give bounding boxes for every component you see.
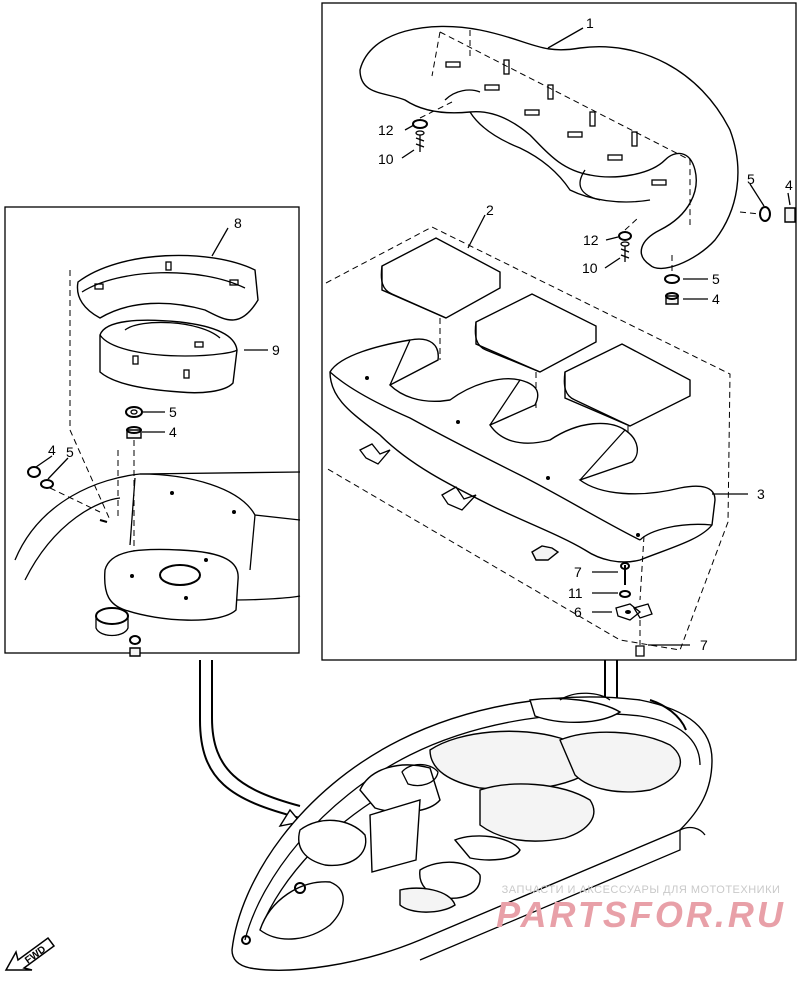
watermark-brand: PARTSFOR.RU: [496, 894, 786, 935]
callout-5-a: 5: [747, 171, 755, 187]
callout-12-a: 12: [378, 122, 394, 138]
left-inset-panel: [4, 206, 301, 657]
callout-7-a: 7: [574, 564, 582, 580]
callout-4-b: 4: [712, 291, 720, 307]
callout-10-a: 10: [378, 151, 394, 167]
part-3-seat-base-frame: [329, 338, 716, 563]
callout-5-c: 5: [169, 404, 177, 420]
fasteners-lower: [615, 535, 653, 657]
callout-1: 1: [586, 15, 594, 31]
watermark: ЗАПЧАСТИ И АКСЕССУАРЫ ДЛЯ МОТОТЕХНИКИ PA…: [486, 884, 796, 934]
callout-6: 6: [574, 604, 582, 620]
fwd-arrow-icon: FWD: [4, 936, 56, 971]
callout-9: 9: [272, 342, 280, 358]
callout-10-b: 10: [582, 260, 598, 276]
watermark-caption: ЗАПЧАСТИ И АКСЕССУАРЫ ДЛЯ МОТОТЕХНИКИ: [501, 884, 781, 896]
left-fasteners: [27, 406, 143, 560]
right-inset-panel: [321, 2, 797, 661]
part-2-seat-cushions: [380, 237, 691, 460]
callout-3: 3: [757, 486, 765, 502]
callout-4-d: 4: [48, 442, 56, 458]
callout-8: 8: [234, 215, 242, 231]
callout-11: 11: [568, 585, 583, 601]
part-9-seat-cushion: [99, 319, 238, 394]
callout-5-b: 5: [712, 271, 720, 287]
part-8-backrest-cushion: [76, 254, 259, 321]
boat-hull-overview: [231, 692, 713, 971]
callout-labels: 1 2 3 4 4 4 4 5 5 5 5 6 7 7 8 9 10 10 11…: [48, 15, 793, 653]
callout-2: 2: [486, 202, 494, 218]
part-1-backrest: [359, 25, 739, 270]
callout-4-a: 4: [785, 177, 793, 193]
callout-12-b: 12: [583, 232, 599, 248]
right-inset-frame: [321, 2, 797, 661]
callout-7-b: 7: [700, 637, 708, 653]
callout-4-c: 4: [169, 424, 177, 440]
callout-5-d: 5: [66, 444, 74, 460]
fasteners-upper: [412, 101, 796, 305]
left-inset-frame: [4, 206, 300, 654]
seat-pedestal-base: [14, 471, 301, 657]
